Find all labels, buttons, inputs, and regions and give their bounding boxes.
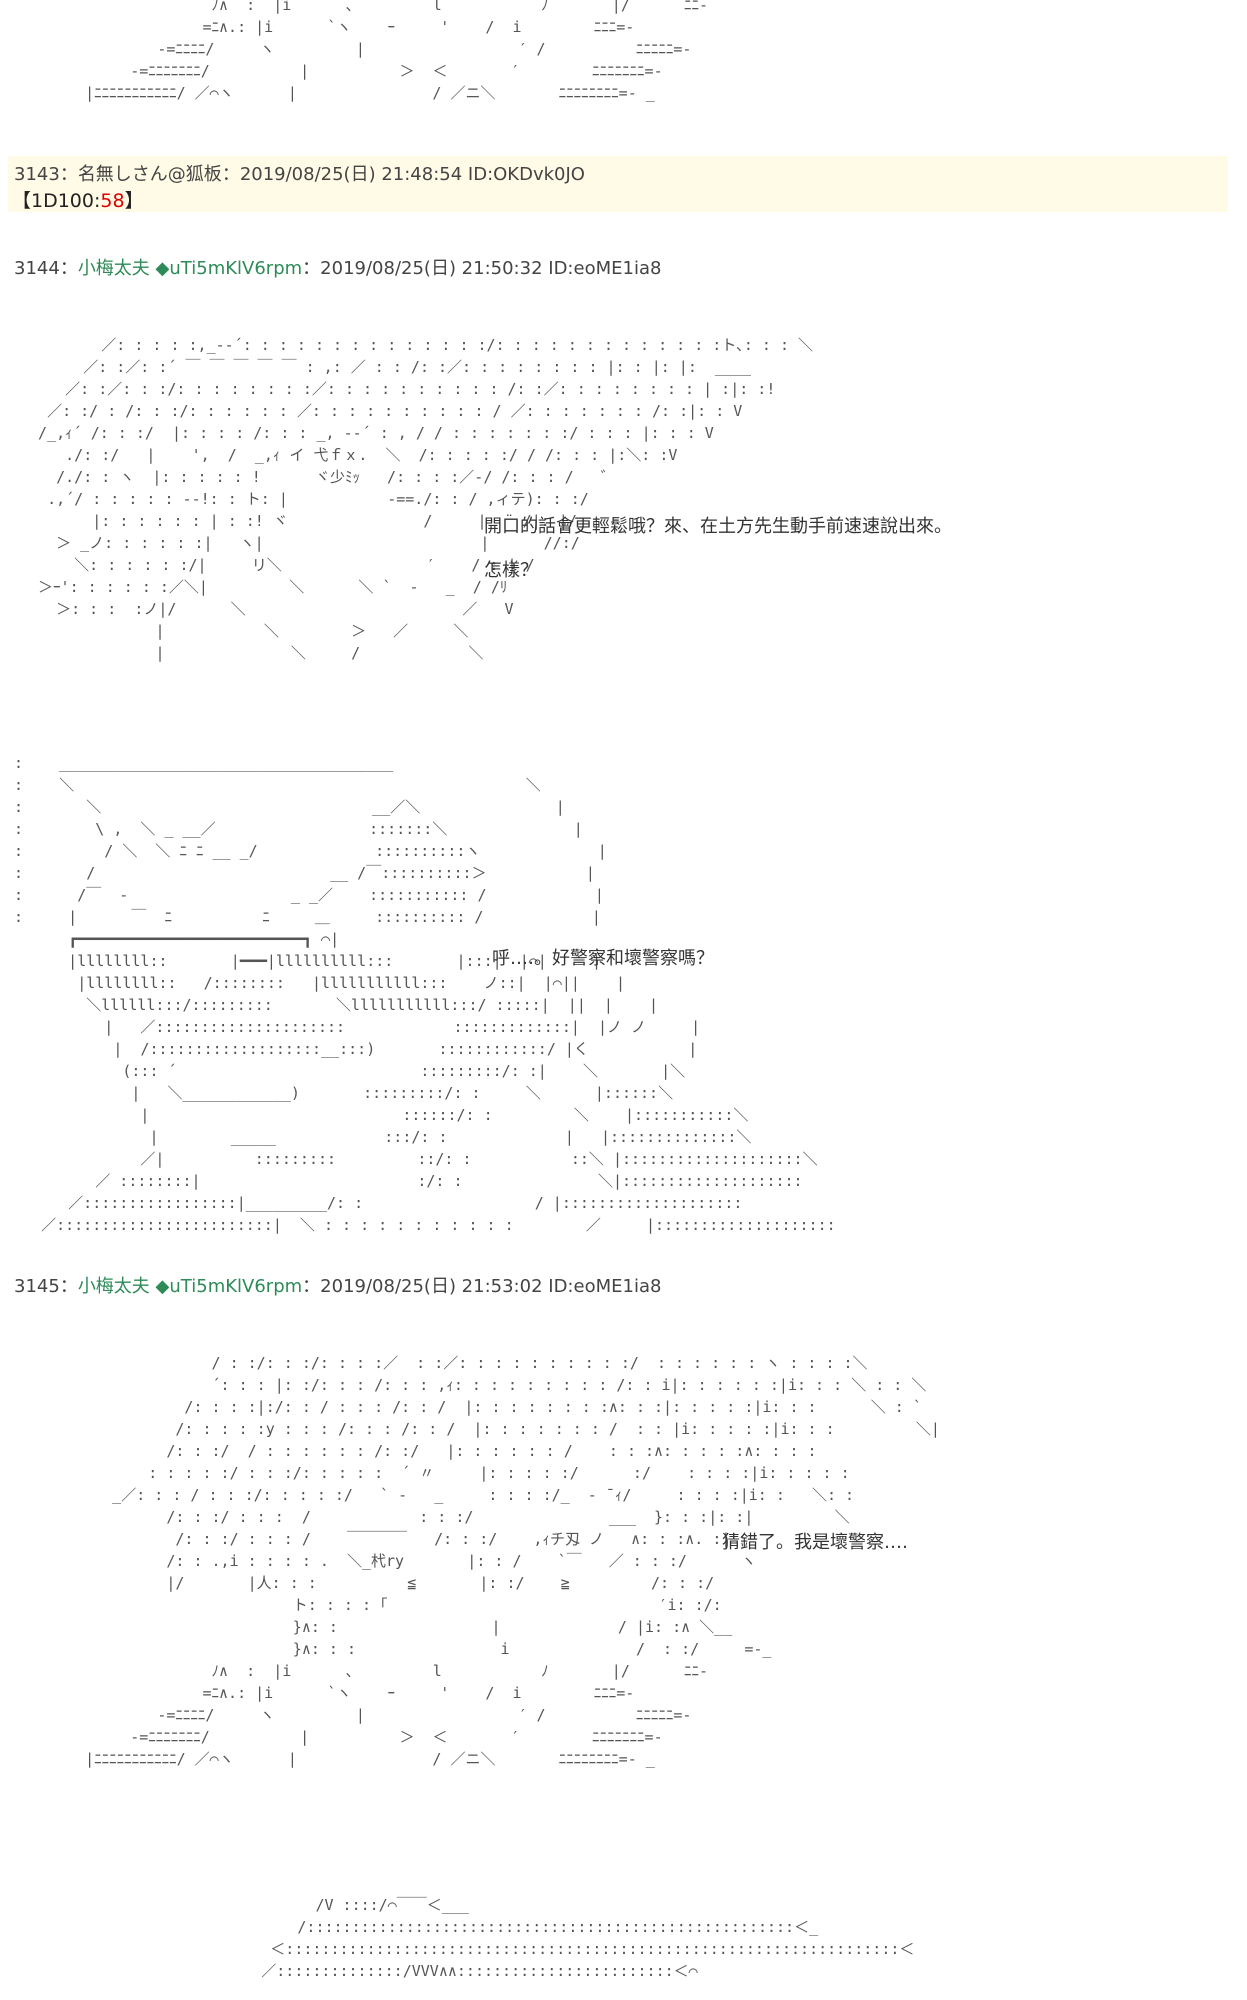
post-number: 3143 xyxy=(14,164,60,185)
post-author-name[interactable]: 小梅太夫 xyxy=(77,1276,150,1297)
post-separator: ： xyxy=(59,164,78,185)
dialog-line: 呼‥‥。好警察和壞警察嗎？ xyxy=(492,948,715,969)
dialog-line: 猜錯了。我是壞警察‥‥ xyxy=(722,1532,909,1553)
dice-suffix: 】 xyxy=(124,190,144,212)
dialog-line: 怎樣？ xyxy=(484,560,538,581)
post-trip-code[interactable]: uTi5mKlV6rpm xyxy=(169,1276,303,1297)
trip-diamond-icon: ◆ xyxy=(155,1276,170,1297)
ascii-art-hijikata: ／: : : : :,_-‐´: : : : : : : : : : : : :… xyxy=(38,336,814,662)
dialog-line: 開口的話會更輕鬆哦？來、在土方先生動手前速速說出來。 xyxy=(484,516,952,537)
dice-result: 58 xyxy=(100,190,125,212)
post-date: 2019/08/25(日) 21:48:54 xyxy=(239,164,463,185)
post-separator: ： xyxy=(59,1276,78,1297)
post-separator: ： xyxy=(59,258,78,279)
trip-diamond-icon: ◆ xyxy=(155,258,170,279)
post-separator: ： xyxy=(302,258,321,279)
ascii-art-bottom: /V ::::/⌒￣￣＜___ /:::::::::::::::::::::::… xyxy=(261,1896,915,1980)
post-header-3143: 3143：名無しさん@狐板：2019/08/25(日) 21:48:54 ID:… xyxy=(14,160,585,186)
ascii-art-bad-cop: / : :/: : :/: : : :／ : :／: : : : : : : :… xyxy=(85,1354,940,1768)
post-id[interactable]: ID:eoME1ia8 xyxy=(548,1276,662,1297)
dice-prefix: 【1D100: xyxy=(12,190,101,212)
ascii-art-top: ﾉ∧ : |i 、 l ﾉ |/ ﾆﾆ- =ﾆ∧.: |i `ヽ ｰ ' / i… xyxy=(85,0,709,102)
dice-roll: 【1D100:58】 xyxy=(12,186,144,213)
post-date: 2019/08/25(日) 21:50:32 xyxy=(320,258,543,279)
post-separator: ： xyxy=(221,164,240,185)
highlighted-post-background xyxy=(8,156,1228,212)
post-separator: ： xyxy=(302,1276,321,1297)
post-id[interactable]: ID:OKDvk0JO xyxy=(467,164,585,185)
post-id[interactable]: ID:eoME1ia8 xyxy=(548,258,662,279)
post-header-3144: 3144：小梅太夫 ◆uTi5mKlV6rpm：2019/08/25(日) 21… xyxy=(14,254,661,280)
post-number: 3145 xyxy=(14,1276,60,1297)
post-author-name[interactable]: 名無しさん@狐板 xyxy=(77,164,222,185)
post-trip-code[interactable]: uTi5mKlV6rpm xyxy=(169,258,303,279)
post-date: 2019/08/25(日) 21:53:02 xyxy=(320,1276,543,1297)
post-number: 3144 xyxy=(14,258,60,279)
post-header-3145: 3145：小梅太夫 ◆uTi5mKlV6rpm：2019/08/25(日) 21… xyxy=(14,1272,661,1298)
ascii-art-sunglasses: : _____________________________________ … xyxy=(14,754,836,1234)
post-author-name[interactable]: 小梅太夫 xyxy=(77,258,150,279)
